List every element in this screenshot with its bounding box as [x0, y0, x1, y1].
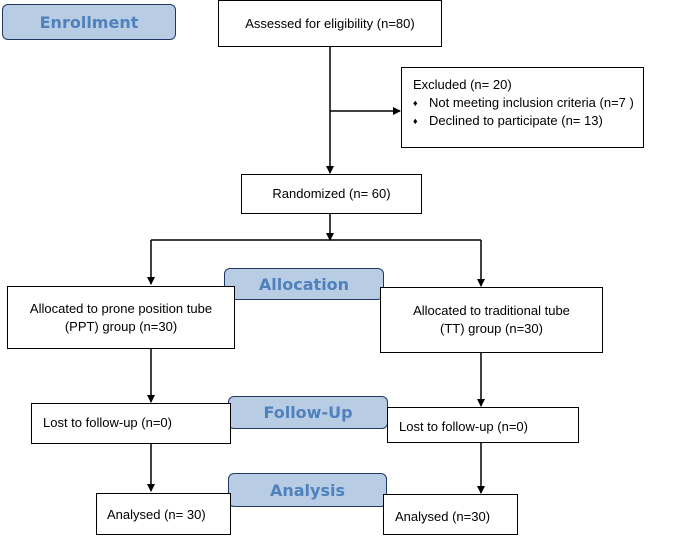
analysed-left-box: Analysed (n= 30) — [96, 493, 231, 535]
assessed-eligibility-box: Assessed for eligibility (n=80) — [218, 0, 442, 47]
stage-enrollment: Enrollment — [2, 4, 176, 40]
excluded-item: ♦ Declined to participate (n= 13) — [413, 112, 635, 130]
allocated-tt-box: Allocated to traditional tube (TT) group… — [380, 287, 603, 353]
diamond-bullet-icon: ♦ — [413, 98, 418, 108]
stage-analysis: Analysis — [228, 473, 387, 507]
diamond-bullet-icon: ♦ — [413, 116, 418, 126]
excluded-item-label: Declined to participate (n= 13) — [429, 113, 603, 128]
excluded-title: Excluded (n= 20) — [413, 77, 512, 92]
stage-allocation: Allocation — [224, 268, 384, 300]
excluded-box: Excluded (n= 20) ♦ Not meeting inclusion … — [401, 67, 644, 148]
randomized-box: Randomized (n= 60) — [241, 174, 422, 214]
allocated-ppt-box: Allocated to prone position tube (PPT) g… — [7, 286, 235, 349]
analysed-right-box: Analysed (n=30) — [383, 494, 518, 535]
stage-follow-up: Follow-Up — [228, 396, 388, 429]
excluded-item: ♦ Not meeting inclusion criteria (n=7 ) — [413, 94, 635, 112]
excluded-item-label: Not meeting inclusion criteria (n=7 ) — [429, 95, 634, 110]
lost-followup-right-box: Lost to follow-up (n=0) — [387, 407, 579, 443]
lost-followup-left-box: Lost to follow-up (n=0) — [31, 403, 231, 444]
